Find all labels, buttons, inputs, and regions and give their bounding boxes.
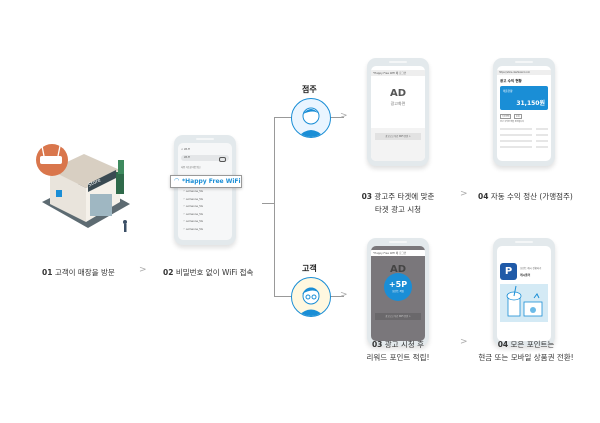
chevron-right-icon: > [460, 189, 468, 199]
wifi-icon: ◠ [183, 197, 187, 201]
step-text: 광고 시청 후 [384, 340, 425, 349]
ad-title: AD [389, 264, 407, 275]
owner-avatar [291, 98, 331, 138]
points-badge: +5P 포인트 적립 [384, 273, 412, 301]
connector [330, 296, 344, 297]
connector [274, 296, 292, 297]
customer-label: 고객 [302, 264, 317, 273]
step-number: 04 [497, 340, 509, 349]
card-label: 매출현황 [503, 90, 513, 93]
back-button[interactable]: < Wi-Fi [181, 148, 191, 151]
arrow-right-icon: > [340, 290, 348, 300]
network-item[interactable]: ◠ someone_5G [183, 190, 203, 198]
network-name: someone_5G [186, 220, 203, 223]
cashplus-app-icon[interactable]: P [500, 263, 517, 280]
network-name: someone_5G [186, 212, 203, 216]
arrow-right-icon: > [340, 111, 348, 121]
gift-illustration [500, 284, 548, 322]
url-bar: https://store.dashboard.com [497, 70, 551, 75]
step-number: 02 [163, 268, 174, 277]
ad-subtitle: 광고화면 [390, 101, 406, 106]
connector [330, 117, 344, 118]
step-text: 광고주 타겟에 맞춘 [374, 192, 435, 201]
network-name: someone_5G [186, 227, 203, 231]
points-screen: P 포인트 캐시 전환하기 캐시플러 [497, 246, 551, 341]
points-phone: P 포인트 캐시 전환하기 캐시플러 [493, 238, 555, 346]
toggle-label: Wi-Fi [184, 156, 191, 159]
section-label: 사용 가능한 네트워크 [181, 166, 201, 169]
app-name: 캐시플러 [520, 273, 531, 277]
owner-label: 점주 [302, 85, 317, 94]
step-text: 비밀번호 없이 WiFi 접속 [175, 268, 254, 277]
revenue-phone: https://store.dashboard.com 광고 수익 현황 매출현… [493, 58, 555, 166]
period-button[interactable]: 기간선택 [500, 114, 512, 119]
step-text: 현금 또는 모바일 상품권 전환! [478, 353, 574, 362]
reward-phone: *Happy Free WiFi 에 로그인 AD +5P 포인트 적립 광고보… [367, 238, 429, 346]
step-text: 타겟 광고 시청 [374, 205, 422, 214]
network-item[interactable]: ◠ someone_5G [183, 205, 203, 213]
wifi-icon: ◠ [174, 177, 180, 184]
network-list: ◠ someone_5G◠ someone_5G◠ someone_5G◠ so… [183, 190, 203, 235]
login-header: *Happy Free WiFi 에 로그인 [371, 250, 425, 256]
connector [274, 117, 275, 297]
ad-title: AD [389, 88, 407, 99]
network-name: someone_5G [186, 197, 203, 201]
wifi-icon: ◠ [183, 205, 187, 208]
wifi-phone: < Wi-Fi Wi-Fi 사용 가능한 네트워크 ◠ someone_5G◠ … [174, 135, 236, 245]
connector [262, 203, 274, 204]
step-02-caption: 02 비밀번호 없이 WiFi 접속 [163, 266, 253, 279]
step-number: 01 [42, 268, 53, 277]
wifi-connect-button[interactable]: 광고보고 무료 WiFi 연결 > [375, 313, 421, 320]
wifi-toggle-row[interactable]: Wi-Fi [181, 155, 229, 162]
search-button[interactable]: 조회 [514, 114, 522, 119]
revenue-amount: 31,150원 [516, 100, 545, 107]
network-name: someone_5G [186, 205, 203, 208]
app-description: 포인트 캐시 전환하기 [520, 267, 542, 270]
login-header: *Happy Free WiFi 에 로그인 [371, 70, 425, 76]
network-item[interactable]: ◠ someone_5G [183, 220, 203, 228]
chevron-right-icon: > [460, 337, 468, 347]
toggle-switch[interactable] [219, 156, 226, 162]
network-item[interactable]: ◠ someone_5G [183, 198, 203, 206]
wifi-connect-button[interactable]: 광고보고 무료 WiFi 연결 > [375, 133, 421, 140]
step-number: 03 [371, 340, 383, 349]
network-name: someone_5G [186, 190, 203, 193]
wifi-icon: ◠ [183, 212, 187, 216]
ad-screen: *Happy Free WiFi 에 로그인 AD 광고화면 광고보고 무료 W… [371, 66, 425, 161]
wifi-icon: ◠ [183, 190, 187, 193]
wifi-icon: ◠ [183, 227, 187, 231]
step-text: 모은 포인트는 [510, 340, 555, 349]
step-number: 04 [478, 192, 489, 201]
wifi-screen: < Wi-Fi Wi-Fi 사용 가능한 네트워크 ◠ someone_5G◠ … [178, 143, 232, 240]
chevron-right-icon: > [139, 265, 147, 275]
connector [274, 117, 292, 118]
network-name: *Happy Free WiFi [182, 177, 241, 185]
revenue-title: 광고 수익 현황 [500, 79, 522, 83]
owner-step-04-caption: 04 자동 수익 정산 (가맹점주) [478, 190, 573, 203]
step-text: 리워드 포인트 적립! [366, 353, 430, 362]
customer-avatar [291, 277, 331, 317]
ad-phone: *Happy Free WiFi 에 로그인 AD 광고화면 광고보고 무료 W… [367, 58, 429, 166]
step-text: 자동 수익 정산 (가맹점주) [490, 192, 573, 201]
reward-screen: *Happy Free WiFi 에 로그인 AD +5P 포인트 적립 광고보… [371, 246, 425, 341]
happy-free-wifi-highlight[interactable]: ◠ *Happy Free WiFi [170, 175, 242, 188]
revenue-card: 매출현황 31,150원 [500, 86, 548, 110]
revenue-screen: https://store.dashboard.com 광고 수익 현황 매출현… [497, 66, 551, 161]
network-item[interactable]: ◠ someone_5G [183, 228, 203, 236]
points-label: 포인트 적립 [392, 290, 404, 293]
wifi-icon: ◠ [183, 220, 187, 223]
step-01-caption: 01 고객이 매장을 방문 [42, 266, 115, 279]
network-item[interactable]: ◠ someone_5G [183, 213, 203, 221]
revenue-note: 광고 수익은 매월 정산됩니다 [500, 121, 524, 123]
store-illustration: Store [30, 140, 135, 240]
points-value: +5P [388, 280, 408, 289]
step-text: 고객이 매장을 방문 [54, 268, 115, 277]
step-number: 03 [361, 192, 373, 201]
